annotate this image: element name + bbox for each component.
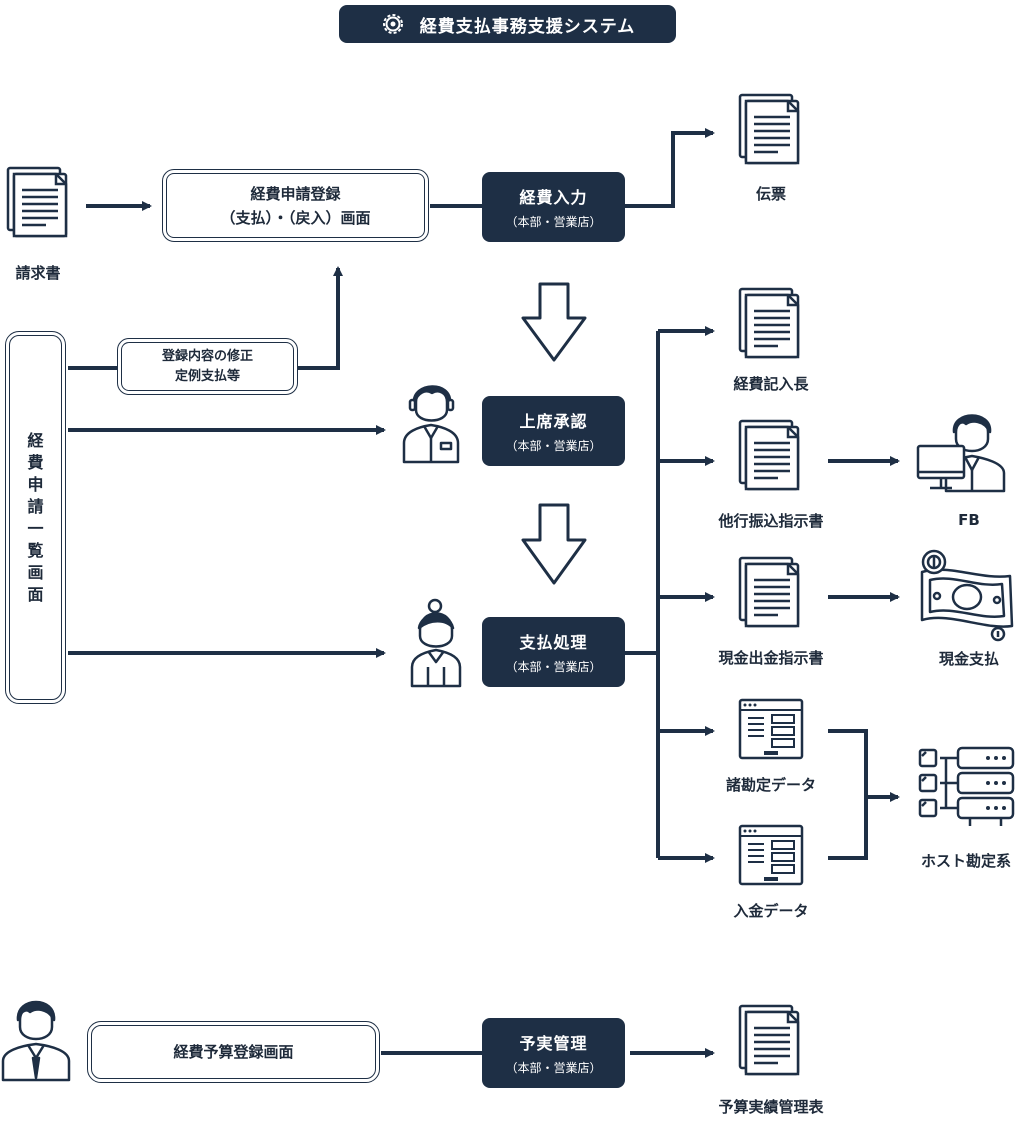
transfer-document-icon [738, 419, 800, 491]
request-list-label: 経費申請一覧画面 [27, 430, 44, 604]
payment-processing-title: 支払処理 [519, 633, 588, 652]
down-arrow-2 [521, 503, 587, 585]
accounts-data-icon [738, 698, 804, 760]
supervisor-approval-box: 上席承認 （本部・営業店） [482, 396, 625, 466]
budget-entry-screen: 経費予算登録画面 [87, 1021, 380, 1083]
budget-entry-label: 経費予算登録画面 [173, 1043, 294, 1061]
voucher-document-icon [738, 93, 800, 165]
deposit-data-icon [738, 824, 804, 886]
edit-content-note: 登録内容の修正 定例支払等 [117, 338, 298, 395]
budget-management-title: 予実管理 [519, 1034, 588, 1053]
expense-ledger-label: 経費記入長 [733, 375, 809, 393]
ledger-document-icon [738, 287, 800, 359]
voucher-label: 伝票 [755, 185, 787, 203]
payment-processing-box: 支払処理 （本部・営業店） [482, 617, 625, 687]
supervisor-approval-title: 上席承認 [519, 412, 588, 431]
system-title: 経費支払事務支援システム [419, 16, 636, 37]
cash-document-icon [738, 556, 800, 628]
fb-computer-person-icon [916, 414, 1006, 493]
request-entry-screen: 経費申請登録 （支払）・（戻入）画面 [162, 169, 429, 242]
host-server-icon [918, 746, 1015, 826]
request-entry-line1: 経費申請登録 [250, 184, 341, 203]
budget-management-box: 予実管理 （本部・営業店） [482, 1018, 625, 1088]
invoice-document-icon [6, 166, 68, 238]
cash-order-label: 現金出金指示書 [718, 649, 824, 667]
payment-processing-sub: （本部・営業店） [505, 660, 602, 674]
budget-report-label: 予算実績管理表 [718, 1098, 824, 1116]
processor-person-icon [410, 598, 462, 688]
request-entry-line2: （支払）・（戻入）画面 [220, 208, 371, 227]
supervisor-approval-sub: （本部・営業店） [505, 439, 602, 453]
down-arrow-1 [521, 282, 587, 362]
expense-input-sub: （本部・営業店） [505, 215, 602, 229]
report-document-icon [738, 1004, 800, 1076]
request-list-screen: 経費申請一覧画面 [5, 331, 66, 704]
expense-input-title: 経費入力 [519, 188, 588, 207]
expense-input-box: 経費入力 （本部・営業店） [482, 172, 625, 242]
budget-management-sub: （本部・営業店） [505, 1061, 602, 1075]
budget-person-icon [1, 1000, 71, 1082]
system-title-banner: 経費支払事務支援システム [339, 5, 676, 43]
accounts-data-label: 諸勘定データ [725, 776, 817, 794]
fb-label: FB [958, 511, 980, 529]
cash-money-icon [920, 549, 1014, 642]
edit-note-line2: 定例支払等 [174, 368, 240, 384]
host-system-label: ホスト勘定系 [920, 852, 1012, 870]
deposit-data-label: 入金データ [733, 902, 809, 920]
gear-icon [382, 14, 403, 34]
edit-note-line1: 登録内容の修正 [161, 348, 253, 364]
transfer-order-label: 他行振込指示書 [718, 512, 824, 530]
cash-payment-label: 現金支払 [938, 650, 1000, 668]
invoice-label: 請求書 [15, 264, 61, 282]
approver-person-icon [402, 385, 460, 464]
